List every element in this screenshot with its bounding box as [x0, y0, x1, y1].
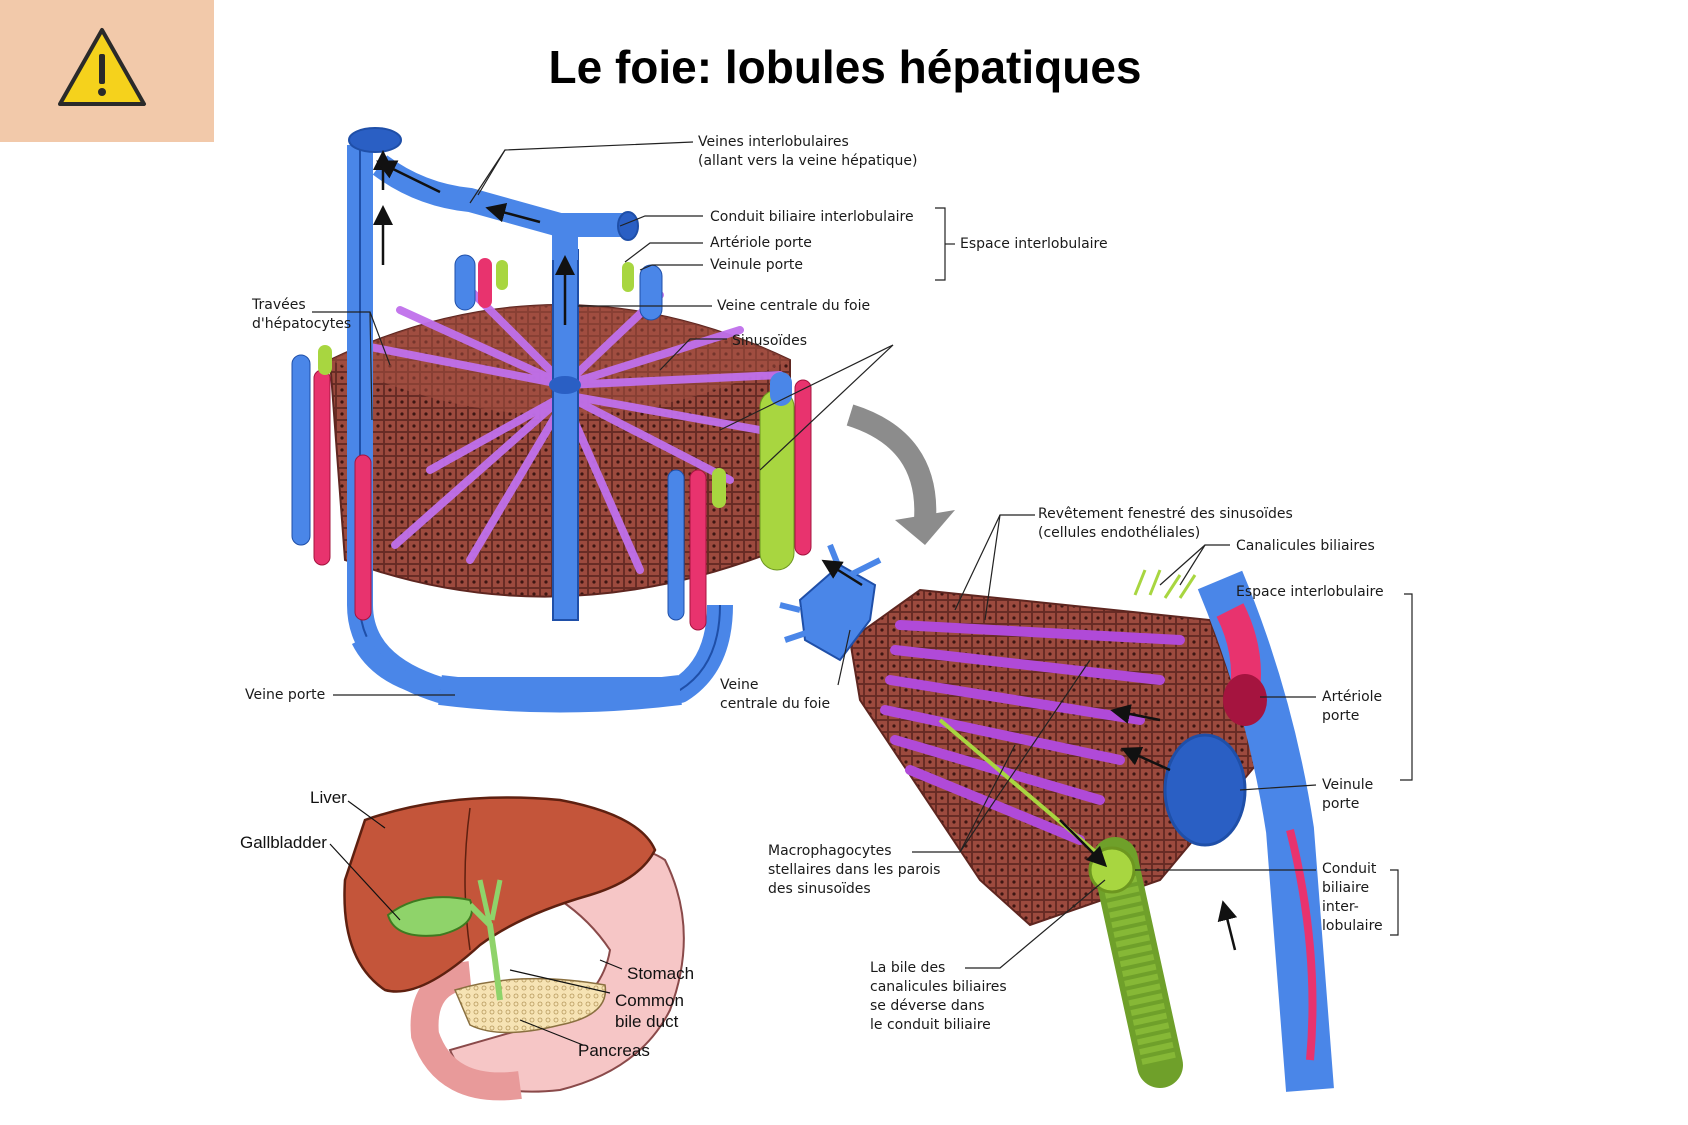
label-interlobular-veins: Veines interlobulaires (allant vers la v… [698, 134, 918, 169]
organ-illustration [329, 796, 685, 1101]
label-common-bile-duct: Common bile duct [615, 991, 684, 1031]
lobule-illustration [291, 127, 812, 713]
label-bile-duct-detail: Conduit biliaire inter- lobulaire [1322, 861, 1383, 934]
label-portal-arteriole-top: Artériole porte [710, 235, 812, 251]
label-stomach: Stomach [627, 964, 695, 983]
portal-triads [291, 254, 812, 631]
label-portal-vein: Veine porte [245, 687, 326, 703]
label-sinusoids: Sinusoïdes [732, 333, 808, 349]
label-fenestrated-lining: Revêtement fenestré des sinusoïdes (cell… [1038, 506, 1293, 541]
sinusoid-network [356, 286, 784, 574]
page-title: Le foie: lobules hépatiques [548, 41, 1142, 93]
label-leaders [312, 141, 1413, 969]
label-gallbladder: Gallbladder [240, 833, 327, 852]
label-bile-flow: La bile des canalicules biliaires se dév… [870, 960, 1007, 1033]
label-portal-arteriole-detail: Artériole porte [1322, 689, 1383, 724]
warning-badge [0, 0, 214, 142]
label-interlobular-space-detail: Espace interlobulaire [1236, 584, 1384, 600]
detail-illustration [779, 543, 1334, 1092]
label-central-vein-top: Veine centrale du foie [717, 298, 871, 314]
label-portal-venule-top: Veinule porte [710, 257, 804, 273]
label-hepatocyte-plates: Travées d'hépatocytes [252, 297, 352, 332]
label-central-vein-detail: Veine centrale du foie [720, 677, 831, 712]
label-pancreas: Pancreas [578, 1041, 650, 1060]
label-portal-venule-detail: Veinule porte [1322, 777, 1374, 812]
label-liver: Liver [310, 788, 347, 807]
label-bile-duct-top: Conduit biliaire interlobulaire [710, 209, 914, 225]
warning-triangle-icon [58, 28, 146, 106]
flow-arrows [373, 150, 575, 325]
label-stellate-macrophages: Macrophagocytes stellaires dans les paro… [768, 843, 941, 897]
label-interlobular-space-top: Espace interlobulaire [960, 236, 1108, 252]
zoom-arrow [846, 404, 937, 521]
label-bile-canaliculi: Canalicules biliaires [1236, 538, 1375, 554]
